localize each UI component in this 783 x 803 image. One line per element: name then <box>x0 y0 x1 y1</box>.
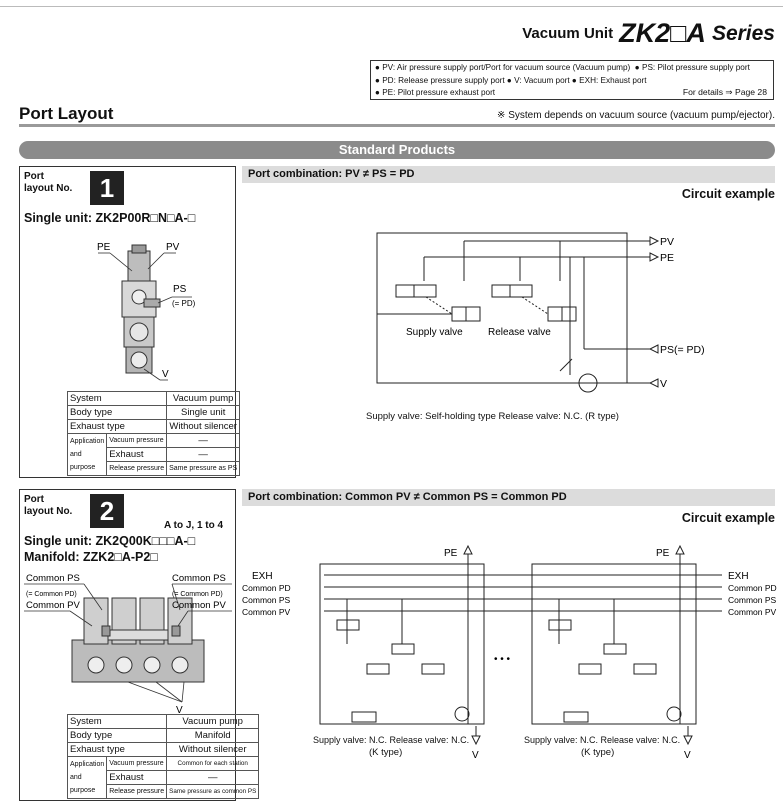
layout-2-caption-right-b: (K type) <box>581 747 615 758</box>
layout-2-common-pv-right: Common PV <box>172 600 227 611</box>
series-word: Series <box>711 21 775 45</box>
layout-1-product-drawing: PE PV PS (= PD) V <box>97 242 196 381</box>
layout-1-circuit-title: Circuit example <box>681 187 775 201</box>
layout-2-manifold-model: Manifold: ZZK2□A-P2□ <box>24 550 158 564</box>
layout-2-caption-left-b: (K type) <box>369 747 403 758</box>
series-code: ZK2□A <box>619 18 706 48</box>
layout-2-circuit-title: Circuit example <box>681 511 775 525</box>
layout-1-v-label: V <box>162 369 169 380</box>
layout-2-common-ps-right-eq: (= Common PD) <box>172 591 223 598</box>
circuit2-ellipsis: • • • <box>494 654 511 665</box>
circuit1-supply-valve-label: Supply valve <box>406 327 463 338</box>
legend-row-3: ● PE: Pilot pressure exhaust port <box>375 88 496 97</box>
circuit2-exh-left: EXH <box>252 571 273 582</box>
circuit1-release-valve-label: Release valve <box>488 327 551 338</box>
layout-1-ps-label: PS <box>173 284 187 295</box>
details-link[interactable]: For details ⇒ Page 28 <box>682 86 767 97</box>
header-rule <box>0 6 783 7</box>
circuit2-ps-left: Common PS <box>242 595 291 605</box>
section-rule <box>19 124 775 127</box>
section-title: Port Layout <box>19 104 114 123</box>
circuit2-v-left: V <box>472 750 479 761</box>
circuit1-pe-label: PE <box>660 252 674 264</box>
layout-1-number: 1 <box>90 171 124 205</box>
layout-1-combination: Port combination: PV ≠ PS = PD <box>242 166 775 183</box>
layout-2-combination: Port combination: Common PV ≠ Common PS … <box>242 489 775 506</box>
circuit2-pe-right: PE <box>656 548 670 559</box>
layout-1-circuit-caption: Supply valve: Self-holding type Release … <box>366 411 619 422</box>
circuit1-ps-label: PS(= PD) <box>660 344 705 356</box>
layout-2-common-ps-left-eq: (= Common PD) <box>26 591 77 598</box>
layout-2-number: 2 <box>90 494 124 528</box>
layout-1-unit-model: Single unit: ZK2P00R□N□A-□ <box>24 211 196 225</box>
layout-2-common-ps-right: Common PS <box>172 573 226 584</box>
circuit2-exh-right: EXH <box>728 571 749 582</box>
legend-row-1: ● PV: Air pressure supply port/Port for … <box>375 63 750 72</box>
product-name: Vacuum Unit <box>522 25 614 42</box>
circuit2-pd-right: Common PD <box>728 583 777 593</box>
layout-2-caption-left-a: Supply valve: N.C. Release valve: N.C. <box>313 735 470 745</box>
layout-2-option-note: A to J, 1 to 4 <box>164 520 224 531</box>
layout-2-unit-model: Single unit: ZK2Q00K□□□A-□ <box>24 534 196 548</box>
layout-1-pv-label: PV <box>166 242 180 253</box>
layout-2-circuit-diagram: EXH Common PD Common PS Common PV EXH Co… <box>242 544 777 761</box>
standard-products-banner: Standard Products <box>19 141 775 159</box>
layout-2-common-ps-left: Common PS <box>26 573 80 584</box>
circuit2-pv-left: Common PV <box>242 607 291 617</box>
circuit2-pd-left: Common PD <box>242 583 291 593</box>
circuit2-pv-right: Common PV <box>728 607 777 617</box>
layout-1-circuit-diagram: PV PE PS(= PD) V Supply valve Release va… <box>376 232 705 393</box>
layout-2-caption-right-a: Supply valve: N.C. Release valve: N.C. <box>524 735 681 745</box>
section-note: ※ System depends on vacuum source (vacuu… <box>497 110 775 121</box>
circuit1-v-label: V <box>660 378 667 390</box>
layout-1-pe-label: PE <box>97 242 111 253</box>
circuit2-pe-left: PE <box>444 548 458 559</box>
layout-2-common-pv-left: Common PV <box>26 600 81 611</box>
circuit1-pv-label: PV <box>660 236 674 248</box>
circuit2-v-right: V <box>684 750 691 761</box>
circuit2-ps-right: Common PS <box>728 595 777 605</box>
layout-2-product-drawing: Common PS (= Common PD) Common PV Common… <box>24 573 232 715</box>
layout-2-v-label: V <box>176 705 183 715</box>
layout-1-ps-eq-label: (= PD) <box>172 299 196 308</box>
legend-row-2: ● PD: Release pressure supply port ● V: … <box>375 75 647 85</box>
port-legend: ● PV: Air pressure supply port/Port for … <box>370 60 774 100</box>
